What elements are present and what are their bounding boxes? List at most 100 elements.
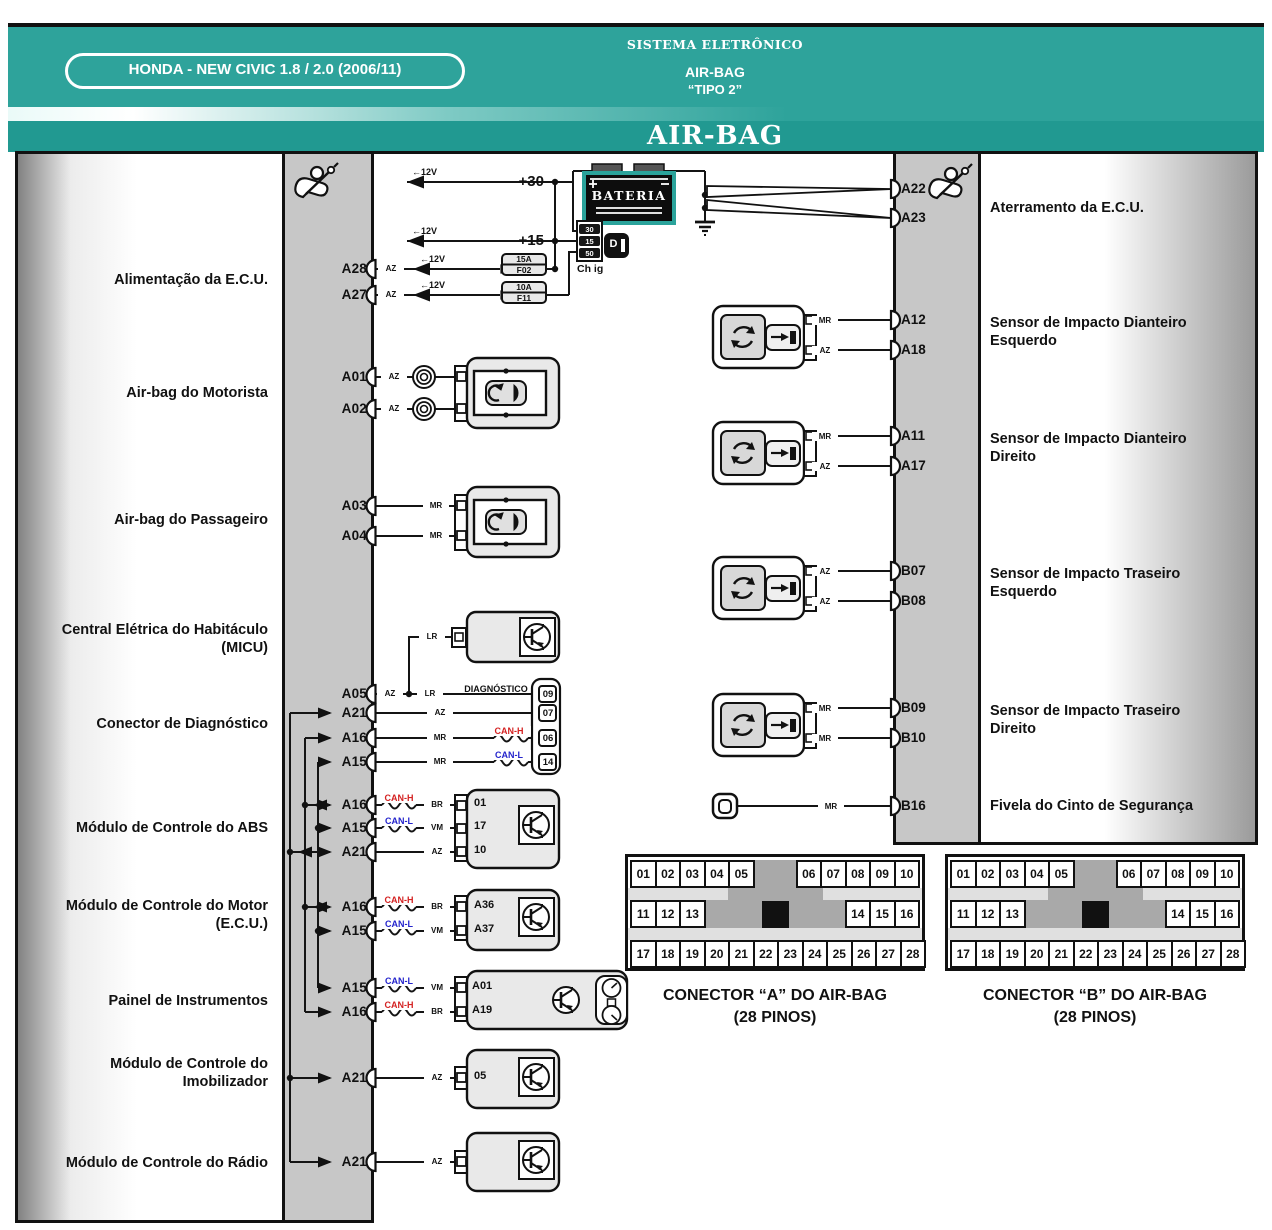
wire-code: BR <box>424 902 450 911</box>
can-l-label: CAN-L <box>377 816 421 826</box>
connector-pin-cell: 03 <box>679 860 706 888</box>
connector-pin-cell: 13 <box>999 900 1026 928</box>
ecu-pin: A28 <box>341 261 367 276</box>
ecu-pin-right: A18 <box>901 342 926 357</box>
connector-pin-cell: 12 <box>974 900 1001 928</box>
connector-b-title: CONECTOR “B” DO AIR-BAG <box>983 987 1207 1004</box>
model-badge <box>65 53 465 89</box>
connector-b-subtitle: (28 PINOS) <box>1053 1009 1137 1026</box>
ignition-pin-15: 15 <box>585 236 594 246</box>
transistor-icon <box>521 902 551 932</box>
connector-pin-cell: 11 <box>950 900 977 928</box>
transistor-icon <box>551 985 581 1015</box>
wire-code: MR <box>812 316 838 325</box>
label-abs: Módulo de Controle do ABS <box>76 820 268 836</box>
ecu-pin-right: B09 <box>901 700 926 715</box>
diag-pin: 06 <box>542 733 554 744</box>
ecu-pin-right: B08 <box>901 593 926 608</box>
gauge-cluster-icon <box>595 975 628 1025</box>
ecu-pin-notches <box>365 258 377 1173</box>
abs-module <box>454 788 561 870</box>
connector-pin-cell: 07 <box>820 860 847 888</box>
connector-pin-cell: 18 <box>654 940 681 968</box>
diag-pin: 14 <box>542 757 554 768</box>
grid-key-block <box>762 901 789 928</box>
module-pin: 10 <box>474 844 487 856</box>
wire-code: VM <box>424 983 450 992</box>
ecu-pin-right: A12 <box>901 312 926 327</box>
ecu-pin: A21 <box>341 1154 367 1169</box>
page-title: AIR-BAG <box>646 121 784 151</box>
wire-code: LR <box>417 689 443 698</box>
wire-code: MR <box>427 757 453 766</box>
ecu-pin: A03 <box>341 498 367 513</box>
radio-module <box>454 1131 561 1193</box>
airbag-person-icon <box>294 161 340 199</box>
wire-code: AZ <box>377 689 403 698</box>
connector-pin-cell: 14 <box>844 900 871 928</box>
impact-sensors <box>711 304 817 820</box>
module-pin: A01 <box>472 980 493 992</box>
wire-code: AZ <box>378 290 404 299</box>
diag-pin: 09 <box>542 689 554 700</box>
seatbelt-buckle-icon <box>711 792 739 820</box>
connector-pin-cell: 20 <box>703 940 730 968</box>
connector-pin-cell: 25 <box>826 940 853 968</box>
wire-code: AZ <box>427 708 453 717</box>
wire-code: AZ <box>812 567 838 576</box>
battery-label: BATERIA <box>591 188 667 203</box>
label-motorista: Air-bag do Motorista <box>126 385 268 401</box>
label-sensor-dianteiro-dir: Sensor de Impacto Dianteiro Direito <box>990 431 1187 465</box>
grid-gray-top <box>750 860 801 888</box>
system-label: SISTEMA ELETRÔNICO <box>626 37 804 52</box>
connector-pin-cell: 16 <box>1213 900 1240 928</box>
grid-gray-top <box>1070 860 1121 888</box>
wire-code: AZ <box>424 847 450 856</box>
connector-pin-cell: 16 <box>893 900 920 928</box>
label-passageiro: Air-bag do Passageiro <box>114 512 268 528</box>
ignition-pin-30: 30 <box>585 224 594 234</box>
right-label-panel <box>981 151 1258 845</box>
connector-pin-cell: 06 <box>1115 860 1142 888</box>
module-pin: A36 <box>474 899 495 911</box>
fuse-icons <box>500 253 547 304</box>
ecu-pin-right: A17 <box>901 458 926 473</box>
connector-pin-cell: 10 <box>893 860 920 888</box>
ecu-pin-right: A11 <box>901 428 926 443</box>
ecu-pin: A16 <box>341 797 367 812</box>
impact-sensor-front-left <box>711 304 817 370</box>
ecu-pin-right: B16 <box>901 798 926 813</box>
grid-strip <box>628 928 922 940</box>
ecu-pin: A15 <box>341 754 367 769</box>
header-top-rule <box>8 23 1264 27</box>
label-sensor-dianteiro-esq: Sensor de Impacto Dianteiro Esquerdo <box>990 315 1187 349</box>
label-aterramento: Aterramento da E.C.U. <box>990 200 1144 216</box>
ground-fan <box>706 185 892 219</box>
battery-icon <box>582 163 676 225</box>
module-pin: 01 <box>474 797 487 809</box>
connector-a-title: CONECTOR “A” DO AIR-BAG <box>663 987 887 1004</box>
connector-pin-cell: 17 <box>950 940 977 968</box>
v12-label-2: ←12V <box>412 226 438 236</box>
wire-code: BR <box>424 1007 450 1016</box>
connector-pin-cell: 06 <box>795 860 822 888</box>
label-imobilizador: Módulo de Controle do Imobilizador <box>110 1056 268 1090</box>
wire-code: AZ <box>812 597 838 606</box>
connector-pin-cell: 01 <box>630 860 657 888</box>
grid-strip <box>948 928 1242 940</box>
ground-icon <box>695 220 715 236</box>
ecu-pin-right: B10 <box>901 730 926 745</box>
immobilizer-module <box>454 1048 561 1110</box>
connector-pin-cell: 04 <box>1023 860 1050 888</box>
grid-gray-mid <box>1048 888 1143 900</box>
connector-pin-cell: 08 <box>844 860 871 888</box>
engine-ecu-module <box>454 888 561 952</box>
plus30-label: +30 <box>518 173 544 190</box>
ecu-pin: A16 <box>341 730 367 745</box>
connector-pin-cell: 17 <box>630 940 657 968</box>
connector-pin-cell: 05 <box>728 860 755 888</box>
model-badge-label: HONDA - NEW CIVIC 1.8 / 2.0 (2006/11) <box>128 61 402 78</box>
transistor-icon <box>522 622 552 652</box>
connector-pin-cell: 22 <box>1072 940 1099 968</box>
